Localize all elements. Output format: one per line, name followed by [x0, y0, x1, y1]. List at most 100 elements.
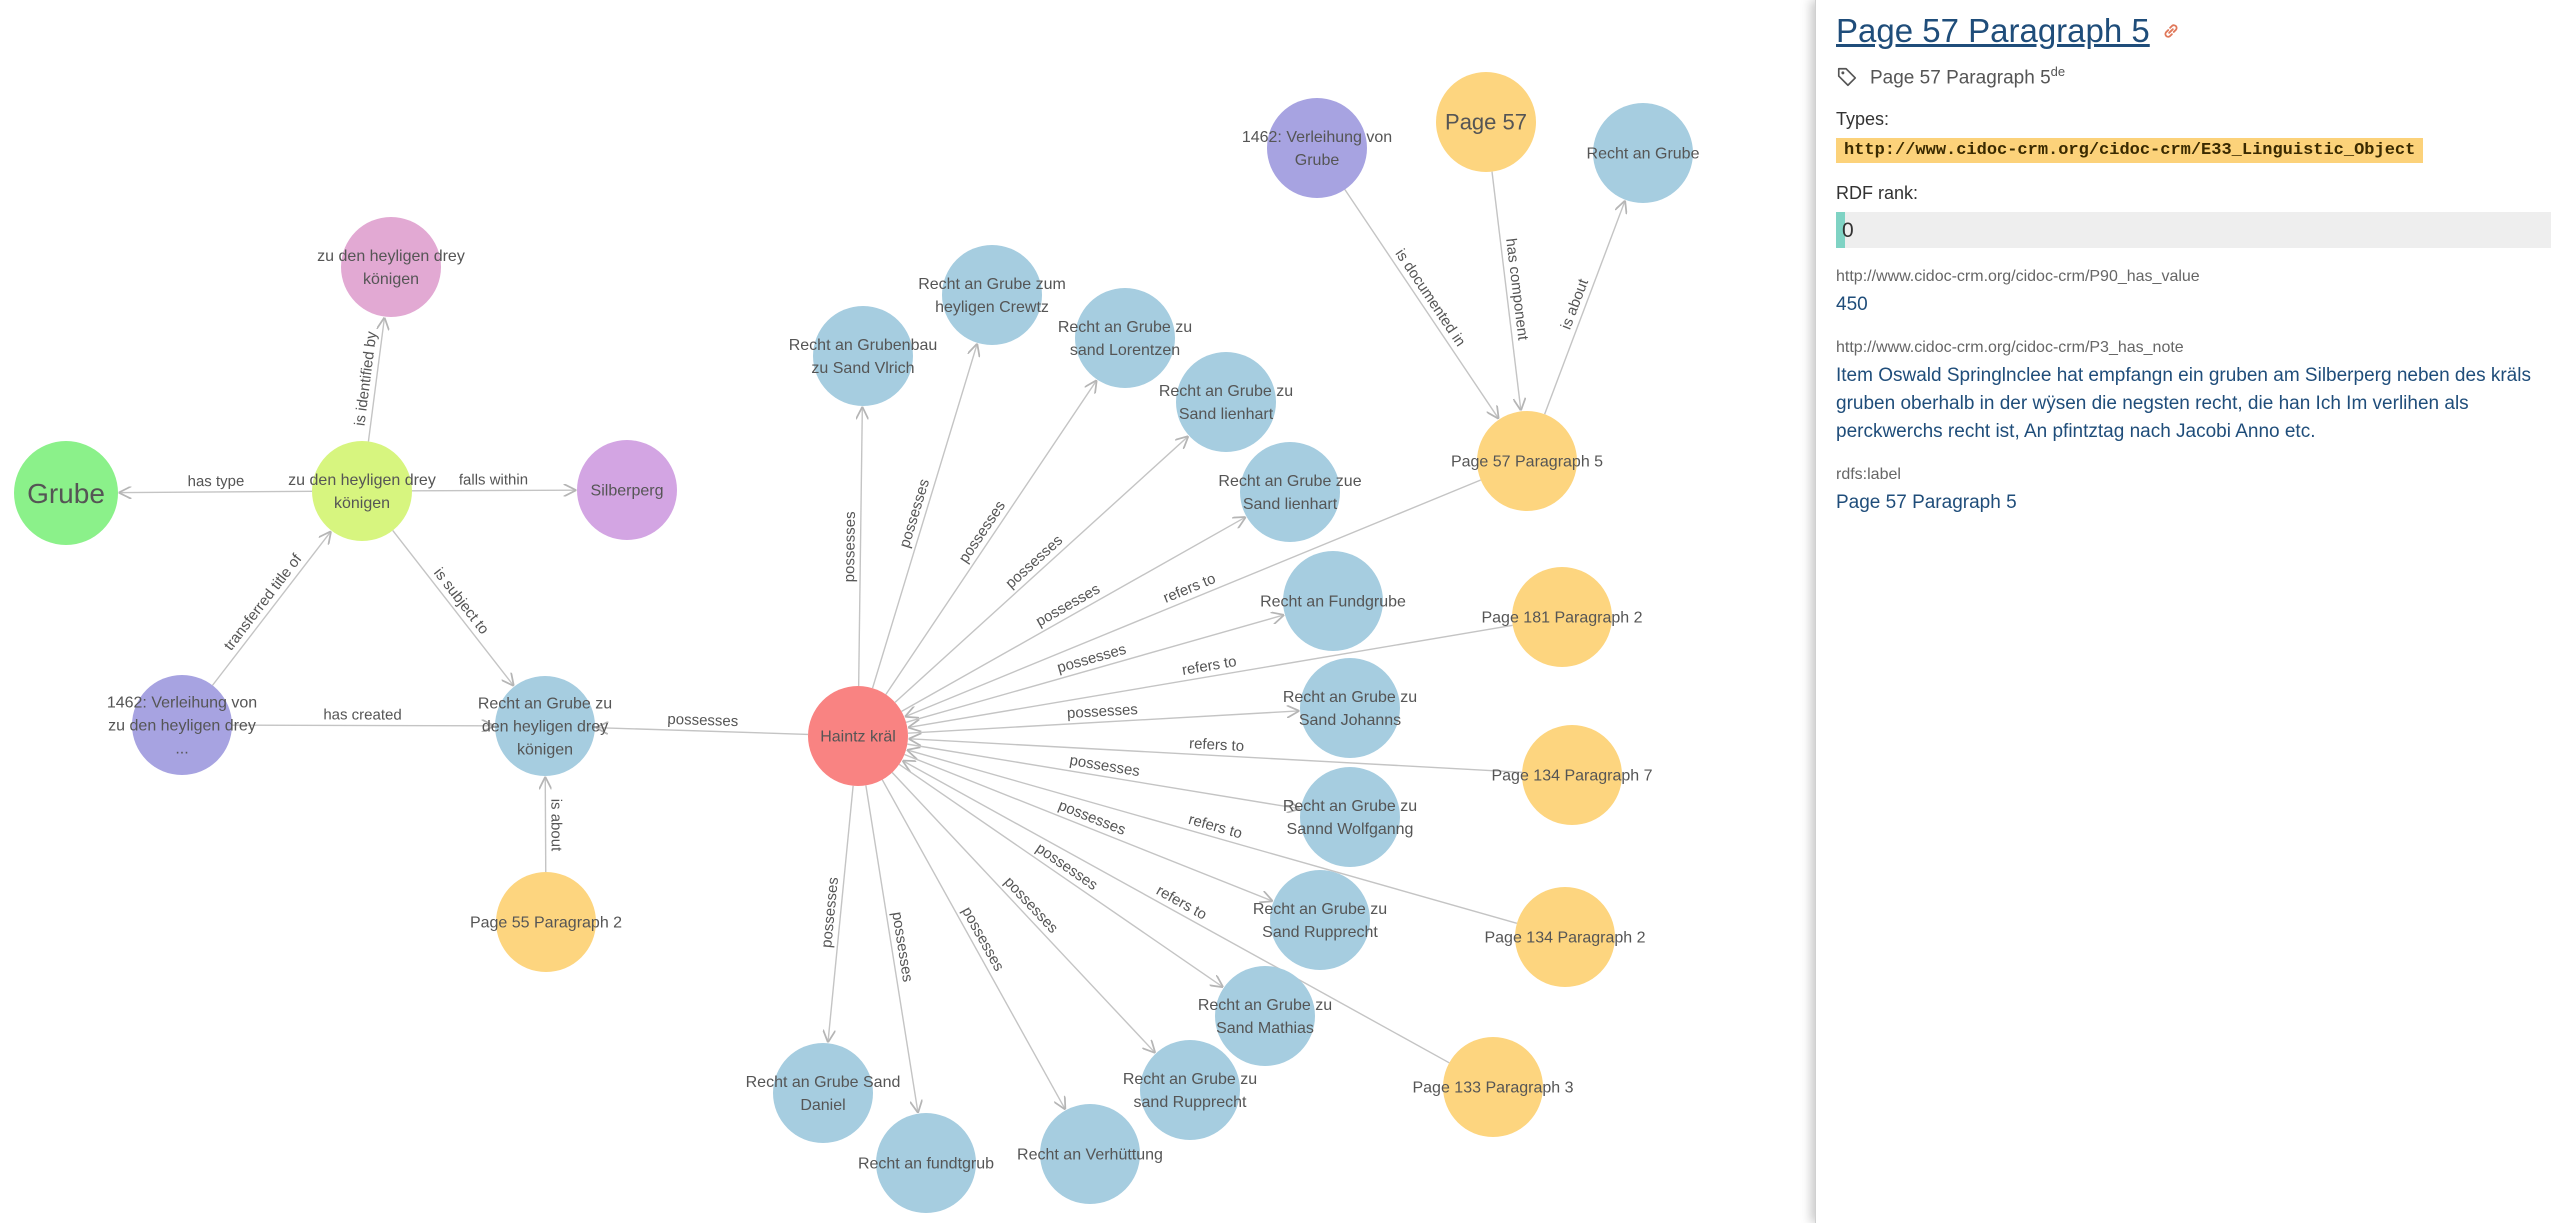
- graph-node-rag[interactable]: Recht an Grube: [1587, 103, 1700, 203]
- node-circle[interactable]: [1593, 103, 1693, 203]
- node-circle[interactable]: [1522, 725, 1622, 825]
- node-circle[interactable]: [1443, 1037, 1543, 1137]
- graph-node-fundgrube[interactable]: Recht an Fundgrube: [1260, 551, 1406, 651]
- graph-edge-refers-to[interactable]: refers to: [909, 624, 1513, 727]
- graph-node-page57[interactable]: Page 57: [1436, 72, 1536, 172]
- node-circle[interactable]: [942, 245, 1042, 345]
- node-circle[interactable]: [1240, 442, 1340, 542]
- resource-title-link[interactable]: Page 57 Paragraph 5: [1836, 12, 2150, 49]
- node-circle[interactable]: [773, 1043, 873, 1143]
- graph-edge-refers-to[interactable]: refers to: [908, 750, 1518, 925]
- graph-node-p55p2[interactable]: Page 55 Paragraph 2: [470, 872, 622, 972]
- graph-node-silberperg[interactable]: Silberperg: [577, 440, 677, 540]
- node-circle[interactable]: [1283, 551, 1383, 651]
- node-circle[interactable]: [1515, 887, 1615, 987]
- graph-node-p134p2[interactable]: Page 134 Paragraph 2: [1484, 887, 1646, 987]
- node-circle[interactable]: [813, 306, 913, 406]
- node-circle[interactable]: [1215, 966, 1315, 1066]
- graph-edge-is-subject-to[interactable]: is subject to: [392, 530, 513, 685]
- node-circle[interactable]: [876, 1113, 976, 1213]
- node-circle[interactable]: [1300, 767, 1400, 867]
- type-badge[interactable]: http://www.cidoc-crm.org/cidoc-crm/E33_L…: [1836, 138, 2424, 164]
- graph-edge-possesses[interactable]: possesses: [865, 785, 918, 1111]
- edge-line: [828, 785, 854, 1041]
- graph-edge-possesses[interactable]: possesses: [901, 518, 1245, 713]
- graph-edge-falls-within[interactable]: falls within: [411, 471, 575, 490]
- edge-label: falls within: [459, 471, 528, 488]
- graph-node-p134p7[interactable]: Page 134 Paragraph 7: [1491, 725, 1653, 825]
- graph-node-fundtgrub[interactable]: Recht an fundtgrub: [858, 1113, 994, 1213]
- graph-edge-possesses[interactable]: possesses: [885, 381, 1096, 695]
- graph-edge-transferred-title-of[interactable]: transferred title of: [211, 532, 330, 686]
- node-circle[interactable]: [577, 440, 677, 540]
- graph-edge-possesses[interactable]: possesses: [597, 711, 809, 736]
- node-circle[interactable]: [1512, 567, 1612, 667]
- external-link-icon[interactable]: [2160, 20, 2182, 42]
- graph-edge-is-documented-in[interactable]: is documented in: [1344, 189, 1498, 418]
- node-circle[interactable]: [132, 675, 232, 775]
- edge-line: [904, 753, 1271, 901]
- graph-node-verhuettung[interactable]: Recht an Verhüttung: [1017, 1104, 1163, 1204]
- graph-node-p57p5[interactable]: Page 57 Paragraph 5: [1451, 411, 1603, 511]
- graph-node-grube[interactable]: Grube: [14, 441, 118, 545]
- graph-edge-possesses[interactable]: possesses: [841, 408, 862, 687]
- node-circle[interactable]: [1040, 1104, 1140, 1204]
- node-label: Page 134 Paragraph 7: [1491, 768, 1652, 785]
- graph-edge-refers-to[interactable]: refers to: [910, 735, 1523, 773]
- node-circle[interactable]: [1267, 98, 1367, 198]
- graph-canvas[interactable]: has type falls within is identified by tran…: [0, 0, 1815, 1223]
- graph-edge-is-identified-by[interactable]: is identified by: [351, 319, 384, 442]
- node-circle[interactable]: [312, 441, 412, 541]
- graph-svg[interactable]: has type falls within is identified by tran…: [0, 0, 1815, 1223]
- graph-node-p181p2[interactable]: Page 181 Paragraph 2: [1481, 567, 1643, 667]
- graph-node-haintz[interactable]: Haintz kräl: [808, 686, 908, 786]
- property-key-rdfs-label: rdfs:label: [1836, 466, 1901, 484]
- edge-label: possesses: [667, 711, 738, 730]
- node-circle[interactable]: [14, 441, 118, 545]
- edge-label: possesses: [955, 498, 1009, 566]
- node-circle[interactable]: [1436, 72, 1536, 172]
- graph-edge-possesses[interactable]: possesses: [894, 437, 1187, 703]
- graph-edge-is-about[interactable]: is about: [545, 778, 565, 873]
- node-circle[interactable]: [808, 686, 908, 786]
- node-circle[interactable]: [1477, 411, 1577, 511]
- graph-edge-is-about[interactable]: is about: [1543, 202, 1625, 415]
- graph-edge-has-created[interactable]: has created: [231, 706, 493, 725]
- node-circle[interactable]: [1140, 1040, 1240, 1140]
- graph-edge-has-type[interactable]: has type: [120, 473, 313, 493]
- node-circle[interactable]: [495, 676, 595, 776]
- graph-edge-possesses[interactable]: possesses: [898, 763, 1222, 986]
- node-circle[interactable]: [1300, 658, 1400, 758]
- graph-edge-possesses[interactable]: possesses: [907, 701, 1298, 734]
- node-circle[interactable]: [496, 872, 596, 972]
- node-circle[interactable]: [1075, 288, 1175, 388]
- graph-edge-has-component[interactable]: has component: [1491, 171, 1531, 410]
- node-circle[interactable]: [341, 217, 441, 317]
- node-label: Grube: [27, 478, 105, 509]
- property-key-has-value: http://www.cidoc-crm.org/cidoc-crm/P90_h…: [1836, 268, 2200, 286]
- graph-node-p133p3[interactable]: Page 133 Paragraph 3: [1412, 1037, 1574, 1137]
- node-circle[interactable]: [1176, 352, 1276, 452]
- graph-edge-possesses[interactable]: possesses: [818, 785, 854, 1041]
- node-circle[interactable]: [1270, 870, 1370, 970]
